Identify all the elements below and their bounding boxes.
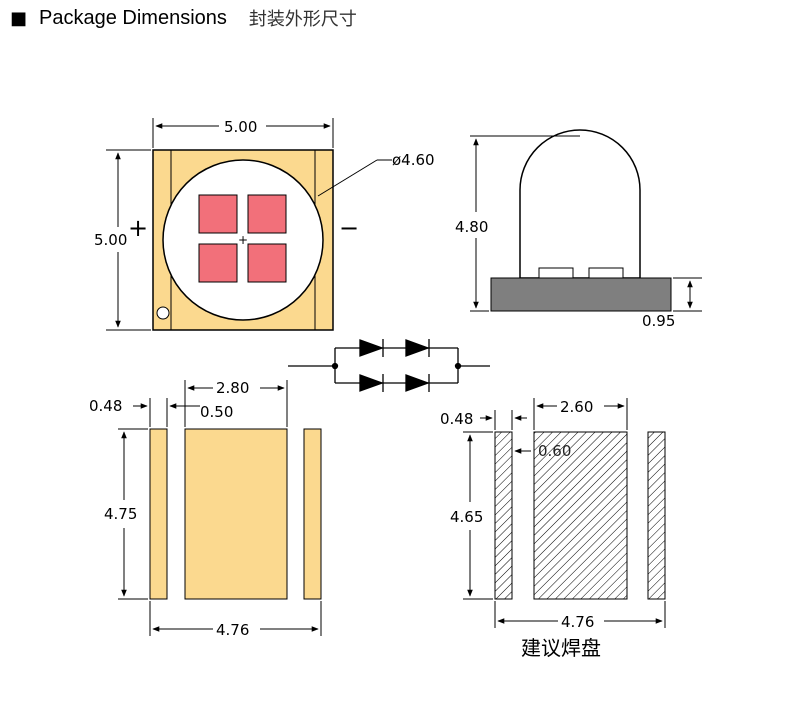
bottom-gap-label: 0.50 <box>200 403 233 421</box>
solder-pad-left <box>494 431 513 600</box>
circuit-symbol <box>288 339 490 392</box>
bullet-square-icon: ■ <box>10 7 28 29</box>
diode-icon <box>405 339 430 357</box>
led-chip-3 <box>198 243 238 283</box>
solder-pad-right <box>647 431 666 600</box>
pad-center-width-label: 2.60 <box>560 398 593 416</box>
minus-polarity: − <box>339 214 359 242</box>
junction-dot <box>454 362 462 370</box>
solder-pad-caption: 建议焊盘 <box>521 636 601 660</box>
page-title: Package Dimensions <box>39 6 227 29</box>
bottom-overall-width-label: 4.76 <box>216 621 249 639</box>
page-title-cn: 封装外形尺寸 <box>248 9 357 30</box>
bottom-height-label: 4.75 <box>104 505 137 523</box>
pad-overall-width-label: 4.76 <box>561 613 594 631</box>
base-block <box>490 277 672 312</box>
dome-diameter-label: ø4.60 <box>392 151 435 169</box>
diode-icon <box>359 374 384 392</box>
diode-icon <box>405 374 430 392</box>
leader-line <box>317 159 378 197</box>
pad-side-width-label: 0.48 <box>440 410 473 428</box>
lens-dome <box>519 129 641 279</box>
pad-right <box>303 428 322 600</box>
lead-left <box>538 267 574 279</box>
pad-gap-label: 0.60 <box>538 442 571 460</box>
pin1-marker <box>156 306 170 320</box>
solder-pad-center <box>533 431 628 600</box>
solder-pad-view: 2.60 0.48 0.60 4.65 4.76 建议焊盘 <box>440 398 666 660</box>
top-width-label: 5.00 <box>224 118 257 136</box>
junction-dot <box>331 362 339 370</box>
bottom-center-width-label: 2.80 <box>216 379 249 397</box>
pad-height-label: 4.65 <box>450 508 483 526</box>
diode-icon <box>359 339 384 357</box>
top-height-label: 5.00 <box>94 231 127 249</box>
center-mark: + <box>238 233 248 247</box>
led-chip-4 <box>247 243 287 283</box>
pad-left <box>149 428 168 600</box>
top-view: + 5.00 5.00 + − ø4.60 <box>94 118 435 331</box>
plus-polarity: + <box>128 214 148 242</box>
bottom-view: 2.80 0.48 0.50 4.75 4.76 <box>89 379 322 639</box>
pad-center <box>184 428 288 600</box>
side-height-label: 4.80 <box>455 218 488 236</box>
bottom-side-pad-label: 0.48 <box>89 397 122 415</box>
base-height-label: 0.95 <box>642 312 675 330</box>
lead-right <box>588 267 624 279</box>
header: ■ Package Dimensions 封装外形尺寸 <box>10 4 357 32</box>
side-view: 4.80 0.95 <box>455 129 702 330</box>
led-chip-2 <box>247 194 287 234</box>
led-chip-1 <box>198 194 238 234</box>
